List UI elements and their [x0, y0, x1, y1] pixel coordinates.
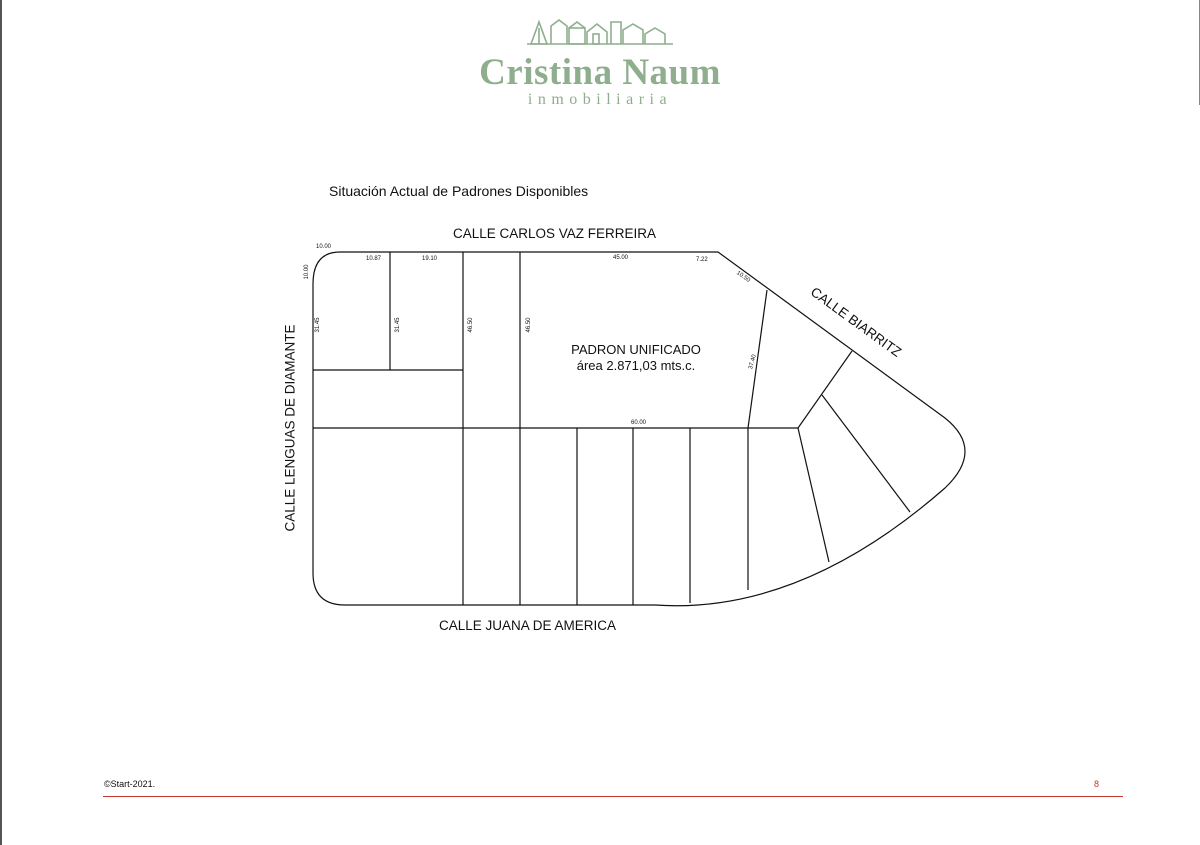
dimension-label: 7.22 — [696, 257, 708, 263]
block-outline — [312, 251, 966, 607]
parcel-label: PADRON UNIFICADO área 2.871,03 mts.c. — [536, 342, 736, 374]
dimension-label: 46.50 — [526, 317, 532, 333]
page-title: Situación Actual de Padrones Disponibles — [329, 183, 589, 199]
dimension-label: 31.45 — [315, 317, 321, 333]
parcel-area: área 2.871,03 mts.c. — [576, 358, 696, 373]
footer-divider — [103, 796, 1123, 797]
logo-subtitle: inmobiliaria — [527, 91, 673, 108]
dimension-label: 10.00 — [304, 264, 310, 280]
footer-copyright: ©Start-2021. — [104, 779, 156, 789]
dimension-label: 45.00 — [613, 255, 629, 261]
lot-line — [747, 289, 768, 429]
street-label-bottom: CALLE JUANA DE AMERICA — [439, 618, 617, 633]
lot-line — [797, 427, 830, 563]
page-left-edge — [0, 0, 2, 845]
street-label-top: CALLE CARLOS VAZ FERREIRA — [453, 226, 657, 241]
parcel-name: PADRON UNIFICADO — [571, 342, 701, 357]
company-logo: Cristina Naum inmobiliaria — [470, 14, 730, 108]
logo-name: Cristina Naum — [479, 52, 721, 93]
dimension-label: 10.87 — [366, 256, 382, 262]
page-number: 8 — [1094, 779, 1100, 789]
dimension-label: 46.50 — [468, 317, 474, 333]
dimension-label: 19.10 — [422, 256, 438, 262]
dimension-label: 31.45 — [395, 317, 401, 333]
lot-line — [821, 394, 911, 513]
dimension-label: 10.00 — [316, 244, 332, 250]
dimension-label: 60.00 — [631, 420, 647, 426]
lot-line — [797, 350, 853, 429]
houses-logo-icon — [527, 19, 673, 45]
street-label-left: CALLE LENGUAS DE DIAMANTE — [282, 324, 298, 532]
